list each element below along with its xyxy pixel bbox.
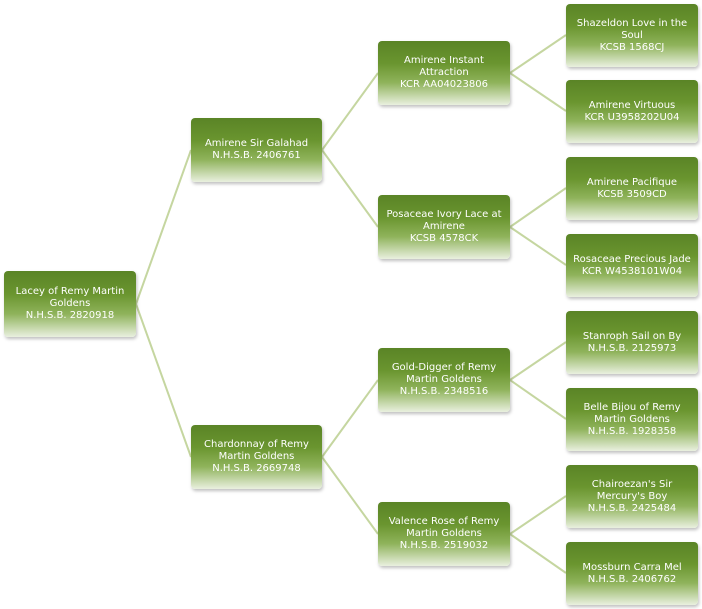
ggp-name-1: Shazeldon Love in the Soul — [576, 17, 688, 41]
connector-dd-ggp8 — [509, 533, 567, 574]
sire-sire-reg: KCR AA04023806 — [400, 79, 488, 90]
ggp-name-3: Amirene Pacifique — [586, 176, 678, 188]
connector-sd-ggp3 — [509, 187, 567, 228]
ggp-reg-3: KCSB 3509CD — [597, 188, 667, 200]
dam-sire-reg: N.H.S.B. 2348516 — [399, 386, 489, 397]
subject-name: Lacey of Remy Martin Goldens — [15, 286, 125, 309]
ggp-box-2: Amirene Virtuous KCR U3958202U04 — [566, 80, 698, 143]
ggp-name-7: Chairoezan's Sir Mercury's Boy — [591, 478, 673, 502]
sire-dam-box: Posaceae Ivory Lace at Amirene KCSB 4578… — [378, 195, 510, 259]
ggp-box-7: Chairoezan's Sir Mercury's Boy N.H.S.B. … — [566, 465, 698, 528]
connector-subject-sire — [135, 149, 192, 305]
sire-sire-name: Amirene Instant Attraction — [404, 55, 484, 78]
connector-dd-ggp7 — [509, 495, 567, 535]
connector-ss-ggp2 — [509, 72, 567, 112]
ggp-reg-4: KCR W4538101W04 — [581, 265, 683, 277]
ggp-name-6: Belle Bijou of Remy Martin Goldens — [583, 401, 681, 425]
ggp-reg-2: KCR U3958202U04 — [584, 111, 680, 123]
ggp-box-6: Belle Bijou of Remy Martin Goldens N.H.S… — [566, 388, 698, 451]
sire-dam-reg: KCSB 4578CK — [409, 233, 479, 244]
ggp-box-5: Stanroph Sail on By N.H.S.B. 2125973 — [566, 311, 698, 374]
ggp-name-2: Amirene Virtuous — [588, 99, 676, 111]
connector-ss-ggp1 — [509, 34, 567, 74]
dam-dam-box: Valence Rose of Remy Martin Goldens N.H.… — [378, 502, 510, 566]
ggp-box-1: Shazeldon Love in the Soul KCSB 1568CJ — [566, 4, 698, 67]
ggp-reg-6: N.H.S.B. 1928358 — [587, 425, 677, 437]
ggp-name-4: Rosaceae Precious Jade — [573, 253, 691, 265]
subject-box: Lacey of Remy Martin Goldens N.H.S.B. 28… — [4, 271, 136, 337]
sire-name: Amirene Sir Galahad — [204, 138, 309, 149]
dam-sire-box: Gold-Digger of Remy Martin Goldens N.H.S… — [378, 348, 510, 412]
dam-dam-reg: N.H.S.B. 2519032 — [399, 540, 489, 551]
ggp-box-3: Amirene Pacifique KCSB 3509CD — [566, 157, 698, 220]
ggp-reg-1: KCSB 1568CJ — [599, 41, 665, 53]
connector-dam-dam-dam — [321, 456, 379, 535]
subject-reg: N.H.S.B. 2820918 — [25, 310, 115, 321]
connector-ds-ggp6 — [509, 379, 567, 420]
ggp-box-4: Rosaceae Precious Jade KCR W4538101W04 — [566, 234, 698, 297]
connector-sire-sire-sire — [321, 72, 379, 151]
dam-sire-name: Gold-Digger of Remy Martin Goldens — [391, 362, 497, 385]
sire-dam-name: Posaceae Ivory Lace at Amirene — [386, 209, 502, 232]
connector-dam-dam-sire — [321, 379, 379, 458]
dam-box: Chardonnay of Remy Martin Goldens N.H.S.… — [191, 425, 322, 489]
ggp-box-8: Mossburn Carra Mel N.H.S.B. 2406762 — [566, 542, 698, 605]
connector-subject-dam — [135, 303, 192, 458]
dam-dam-name: Valence Rose of Remy Martin Goldens — [388, 516, 500, 539]
ggp-reg-7: N.H.S.B. 2425484 — [587, 502, 677, 514]
dam-reg: N.H.S.B. 2669748 — [212, 463, 301, 474]
ggp-reg-8: N.H.S.B. 2406762 — [587, 573, 677, 585]
connector-ds-ggp5 — [509, 341, 567, 381]
ggp-reg-5: N.H.S.B. 2125973 — [587, 342, 677, 354]
ggp-name-5: Stanroph Sail on By — [582, 330, 682, 342]
connector-sd-ggp4 — [509, 226, 567, 266]
ggp-name-8: Mossburn Carra Mel — [582, 561, 682, 573]
sire-box: Amirene Sir Galahad N.H.S.B. 2406761 — [191, 118, 322, 182]
sire-reg: N.H.S.B. 2406761 — [212, 150, 301, 161]
sire-sire-box: Amirene Instant Attraction KCR AA0402380… — [378, 41, 510, 105]
connector-sire-sire-dam — [321, 149, 379, 228]
dam-name: Chardonnay of Remy Martin Goldens — [204, 439, 309, 462]
